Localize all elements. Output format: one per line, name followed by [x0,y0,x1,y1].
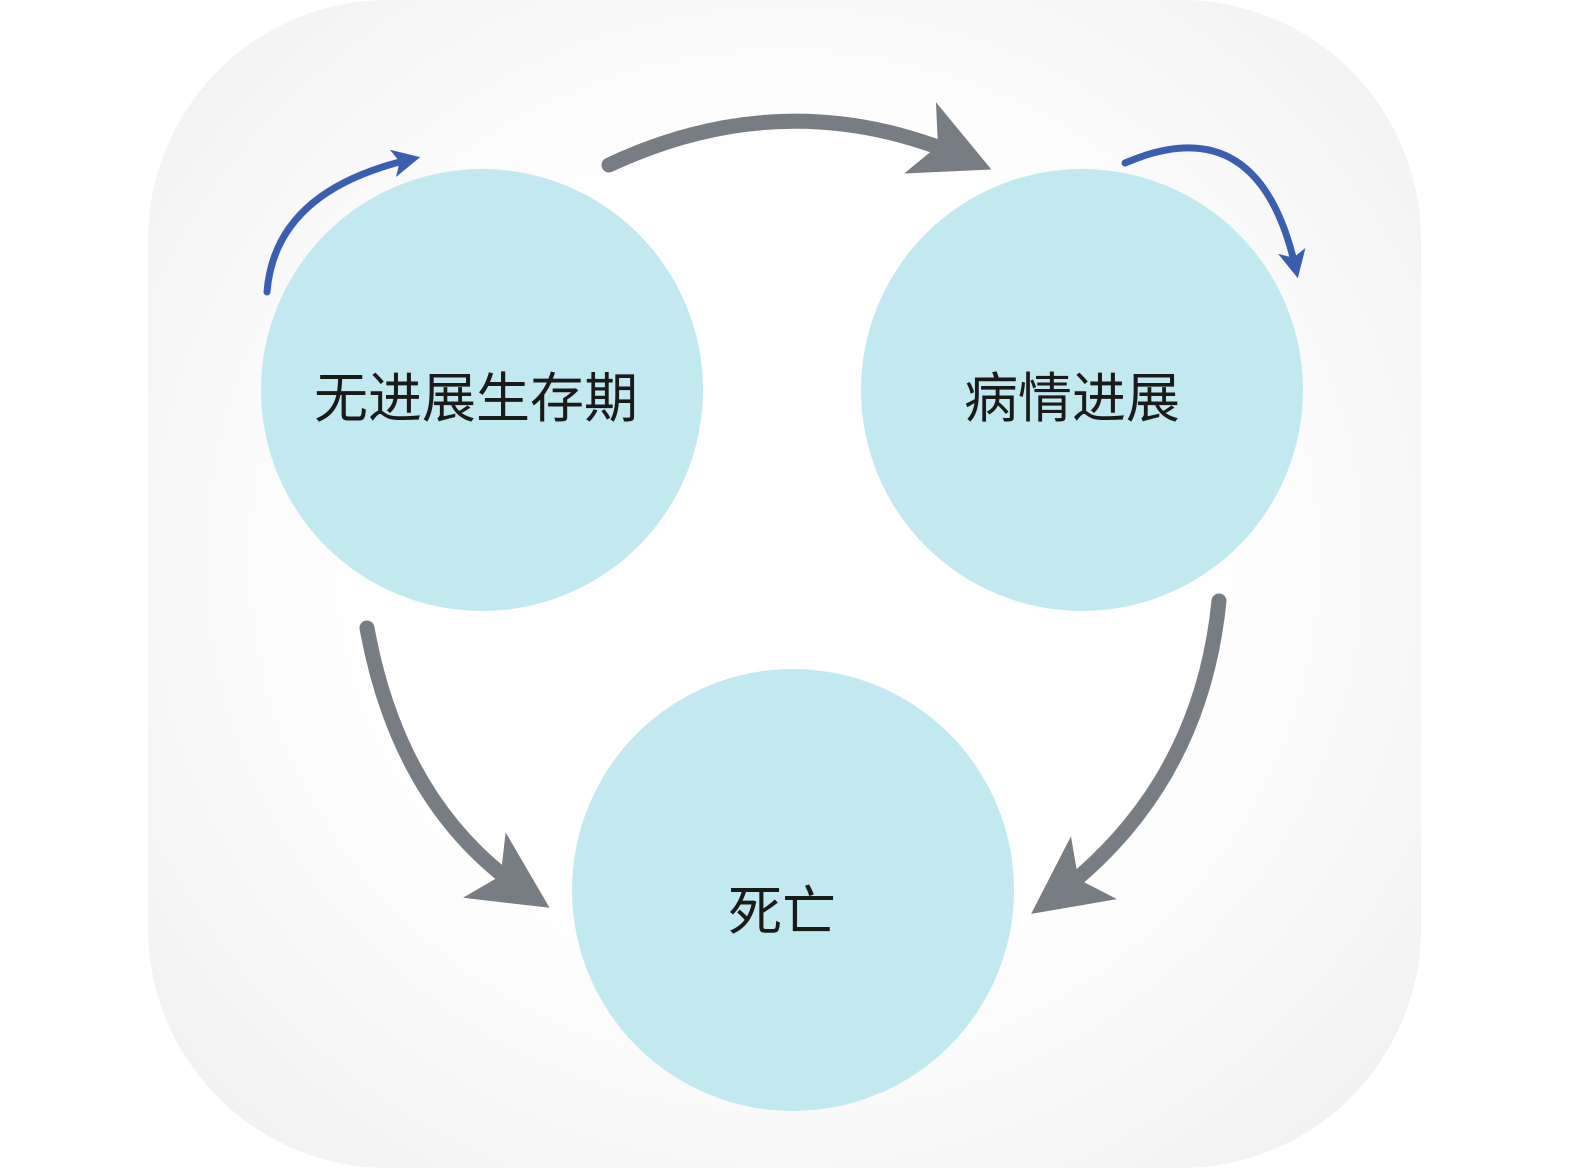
self-loop-arrow-progression [1121,144,1306,279]
state-label-pfs: 无进展生存期 [314,367,638,430]
arrow-progression-to-death [1031,593,1227,914]
self-loop-arrow-pfs [263,149,421,296]
state-circle-pfs [261,169,703,611]
state-circle-progression [861,169,1303,611]
state-label-death: 死亡 [728,880,836,943]
arrow-pfs-to-death [359,620,550,908]
state-label-progression: 病情进展 [964,367,1180,430]
arrow-pfs-to-progression [601,102,992,174]
state-circle-death [572,669,1014,1111]
